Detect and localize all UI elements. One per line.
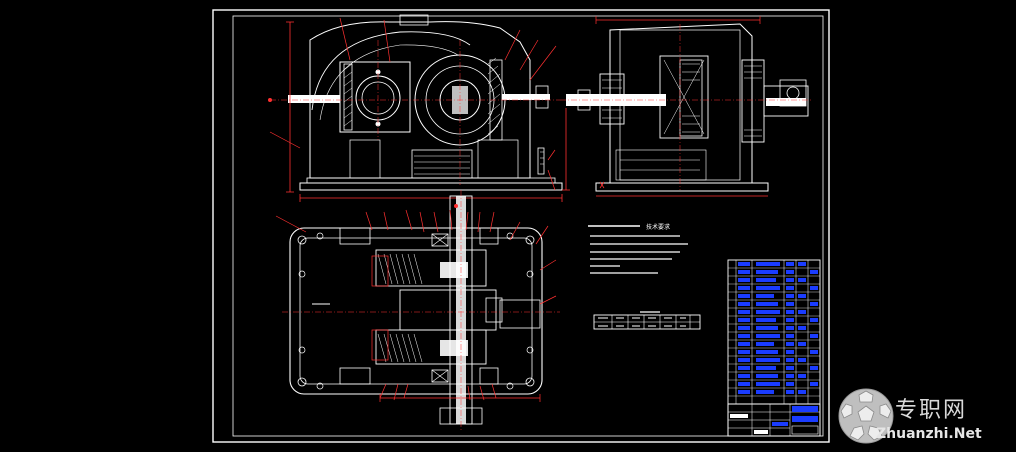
- watermark-english-text: Zhuanzhi.Net: [876, 426, 982, 442]
- inner-frame: [232, 15, 824, 437]
- outer-frame: [212, 9, 830, 443]
- title-block: [727, 403, 821, 437]
- technical-requirements: 技术要求: [588, 223, 701, 330]
- parts-list-table: [727, 259, 821, 405]
- watermark-chinese-text: 专职网: [895, 398, 968, 423]
- side-view: [560, 16, 812, 197]
- tech-requirements-title: 技术要求: [646, 223, 670, 231]
- soccer-ball-logo-icon: [838, 388, 894, 444]
- front-view: [268, 14, 563, 202]
- watermark: [838, 384, 1016, 450]
- top-view: [275, 190, 560, 430]
